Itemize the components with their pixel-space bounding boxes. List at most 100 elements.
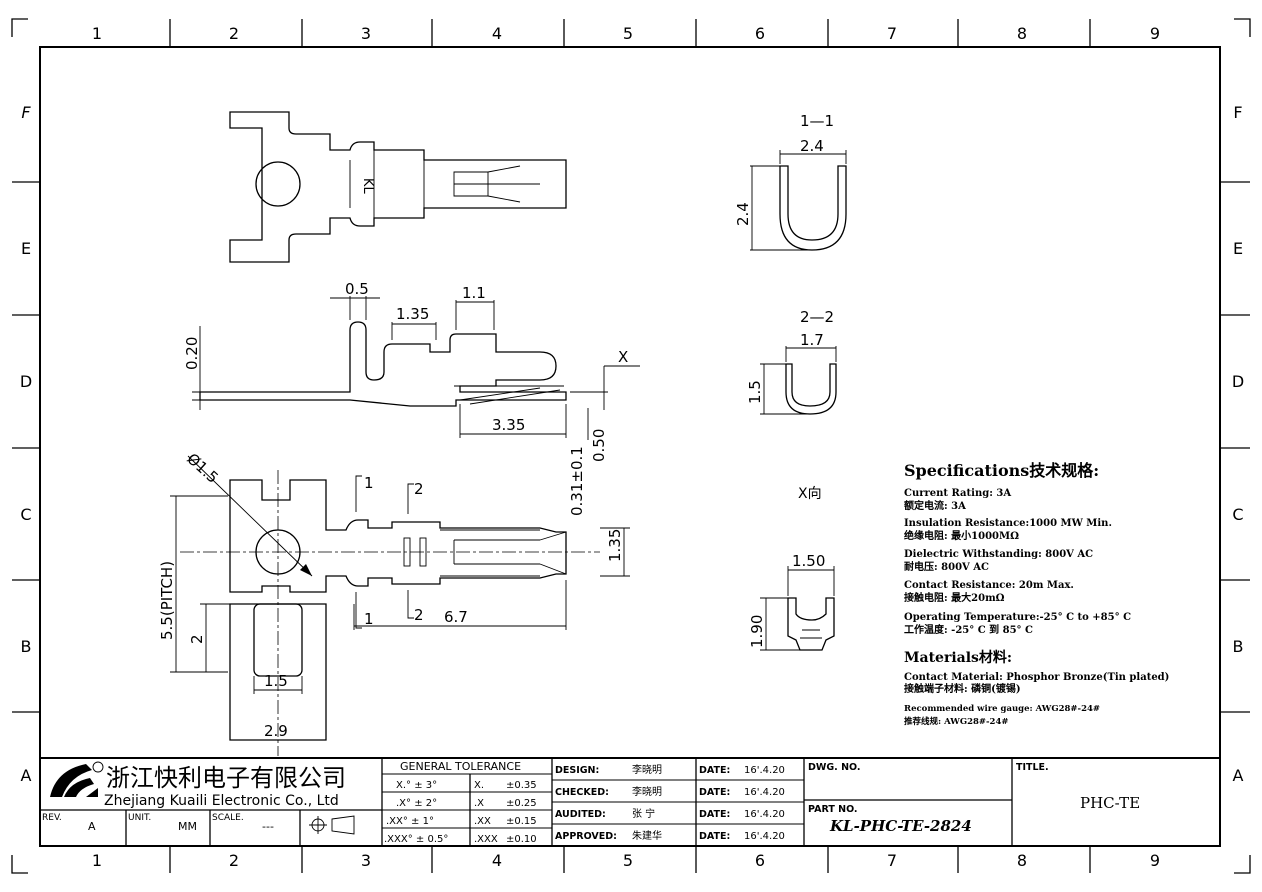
scale-value: --- [262, 820, 274, 833]
unit-label: UNIT. [128, 813, 151, 823]
wire-line: 推荐线规: AWG28#-24# [904, 716, 1009, 727]
section-1-1-label: 1—1 [800, 112, 834, 130]
signer-name: 李晓明 [632, 763, 662, 776]
side-view-dimensions: 0.5 1.35 1.1 0.20 X 3.35 0.31±0.1 0.50 [183, 280, 640, 516]
part-number: KL-PHC-TE-2824 [829, 817, 972, 835]
spec-line: 工作温度: -25° C 到 85° C [904, 623, 1033, 636]
dim-0.50: 0.50 [590, 429, 608, 462]
col-label-top: 1 [92, 24, 102, 43]
dim-x: X [618, 348, 628, 366]
date-label: DATE: [699, 831, 730, 842]
section-marker-1: 1 [364, 474, 374, 492]
side-view [199, 321, 567, 407]
col-label-top: 8 [1017, 24, 1027, 43]
scale-label: SCALE. [212, 813, 244, 823]
col-label-bottom: 9 [1150, 851, 1160, 870]
drawing-title: PHC-TE [1080, 794, 1140, 812]
tol-key: .XX [474, 816, 491, 827]
spec-line: 接触电阻: 最大20mΩ [904, 591, 1005, 604]
dim-pitch: 5.5(PITCH) [158, 561, 176, 640]
col-label-bottom: 8 [1017, 851, 1027, 870]
company-name-cn: 浙江快利电子有限公司 [106, 764, 346, 792]
row-labels: F E D C B A F E D C B A [20, 103, 1244, 785]
x-view-height: 1.90 [748, 615, 766, 648]
tol-value: ±0.25 [506, 798, 537, 809]
col-label-bottom: 4 [492, 851, 502, 870]
spec-line: 耐电压: 800V AC [904, 560, 989, 573]
specifications: Specifications技术规格: Current Rating: 3A 额… [904, 461, 1169, 727]
company-logo [50, 761, 104, 797]
section-marker-1b: 1 [364, 610, 374, 628]
x-view: X向 1.50 1.90 [748, 486, 835, 651]
x-view-label: X向 [798, 486, 822, 502]
tol-key: .XXX [474, 834, 498, 845]
role-label: CHECKED: [555, 787, 609, 798]
row-label-left: C [20, 505, 31, 524]
dim-0.31: 0.31±0.1 [568, 446, 586, 516]
row-label-left: D [20, 372, 32, 391]
col-label-bottom: 2 [229, 851, 239, 870]
section-2-2-height: 1.5 [746, 380, 764, 404]
tol-angle: .XX° ± 1° [386, 816, 434, 827]
role-label: APPROVED: [555, 831, 617, 842]
tol-key: .X [474, 798, 484, 809]
sign-date: 16'.4.20 [744, 787, 785, 798]
plan-view-dimensions: Ø1.5 5.5(PITCH) 2 1.5 2.9 6.7 1.35 1 1 2… [158, 450, 630, 741]
dim-1.1: 1.1 [462, 284, 486, 302]
rev-label: REV. [42, 813, 62, 823]
row-label-right: E [1233, 239, 1243, 258]
spec-line: Insulation Resistance:1000 MW Min. [904, 518, 1112, 529]
dwg-no-label: DWG. NO. [808, 762, 861, 773]
date-label: DATE: [699, 809, 730, 820]
company-name-en: Zhejiang Kuaili Electronic Co., Ltd [104, 793, 339, 809]
strip-marking: KL [360, 178, 375, 195]
date-label: DATE: [699, 787, 730, 798]
wire-line: Recommended wire gauge: AWG28#-24# [904, 704, 1100, 714]
top-view: KL [229, 111, 567, 263]
col-label-top: 5 [623, 24, 633, 43]
spec-line: 额定电流: 3A [904, 499, 966, 512]
x-view-width: 1.50 [792, 552, 825, 570]
dim-6.7: 6.7 [444, 608, 468, 626]
row-label-left: E [21, 239, 31, 258]
col-label-top: 9 [1150, 24, 1160, 43]
section-2-2-label: 2—2 [800, 308, 834, 326]
tol-angle: X.° ± 3° [396, 780, 437, 791]
spec-line: Current Rating: 3A [904, 488, 1011, 499]
column-labels: 1 2 3 4 5 6 7 8 9 1 2 3 4 5 6 7 8 9 [92, 24, 1160, 870]
section-marker-2b: 2 [414, 606, 424, 624]
unit-value: MM [178, 820, 197, 833]
tolerance-title: GENERAL TOLERANCE [400, 760, 521, 773]
signer-name: 李晓明 [632, 785, 662, 798]
row-label-left: A [21, 766, 32, 785]
col-label-bottom: 3 [361, 851, 371, 870]
col-label-top: 4 [492, 24, 502, 43]
role-label: DESIGN: [555, 765, 599, 776]
section-marker-2: 2 [414, 480, 424, 498]
tol-value: ±0.10 [506, 834, 537, 845]
plan-view [180, 455, 600, 756]
dim-2.9: 2.9 [264, 722, 288, 740]
dim-1.35: 1.35 [396, 305, 429, 323]
signer-name: 张 宁 [632, 807, 655, 820]
sign-date: 16'.4.20 [744, 809, 785, 820]
spec-line: Dielectric Withstanding: 800V AC [904, 549, 1093, 560]
section-1-1-height: 2.4 [734, 202, 752, 226]
row-label-right: B [1233, 637, 1244, 656]
row-label-left: F [21, 103, 31, 122]
row-label-right: A [1233, 766, 1244, 785]
col-label-top: 2 [229, 24, 239, 43]
tol-angle: .X° ± 2° [396, 798, 437, 809]
date-label: DATE: [699, 765, 730, 776]
col-label-top: 6 [755, 24, 765, 43]
materials-title: Materials材料: [904, 649, 1012, 666]
dim-phi: Ø1.5 [183, 450, 222, 487]
col-label-bottom: 5 [623, 851, 633, 870]
section-2-2-width: 1.7 [800, 331, 824, 349]
sheet-frame [11, 18, 1251, 874]
tol-angle: .XXX° ± 0.5° [384, 834, 448, 845]
row-label-right: C [1232, 505, 1243, 524]
col-label-top: 3 [361, 24, 371, 43]
section-1-1-width: 2.4 [800, 137, 824, 155]
